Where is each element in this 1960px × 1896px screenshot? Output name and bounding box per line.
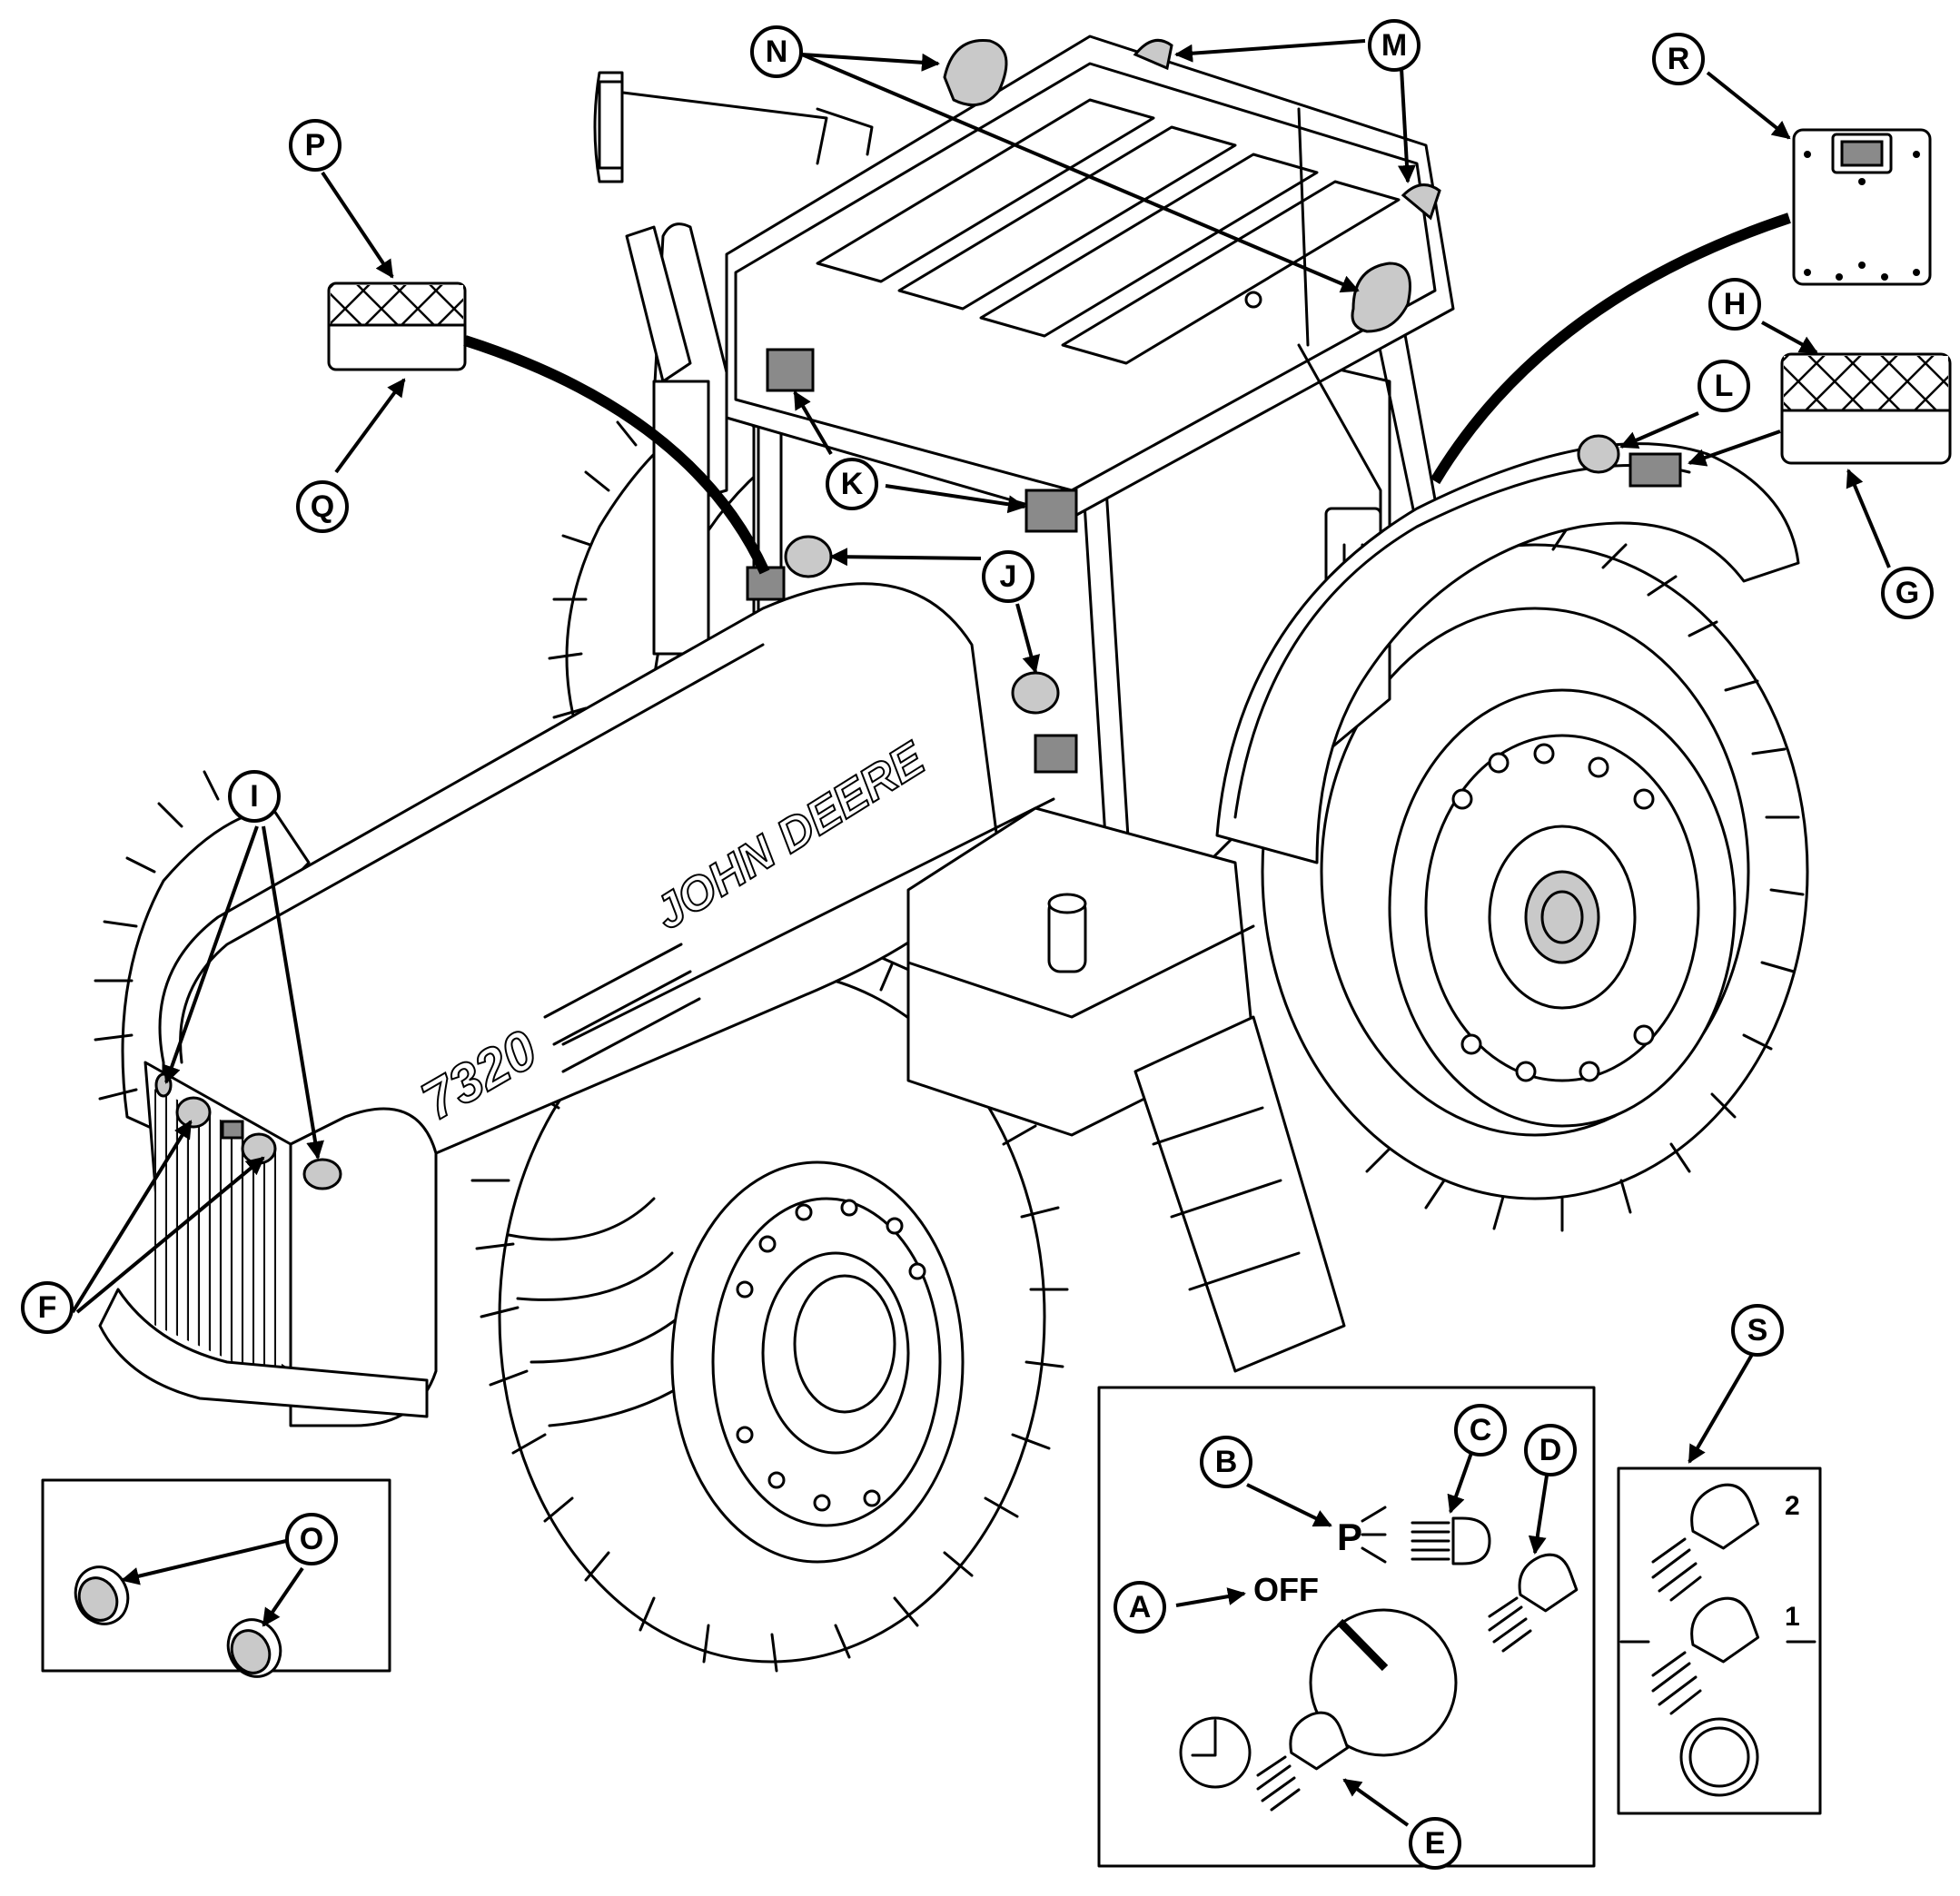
park-light-letter: P bbox=[1337, 1516, 1362, 1558]
light-switch-panel: P OFF bbox=[1097, 1386, 1596, 1868]
cab-headlight-lower bbox=[1011, 671, 1060, 715]
work-light-icon-e bbox=[1256, 1711, 1350, 1812]
turn-signal-left bbox=[746, 566, 786, 601]
roof-light-rear-right bbox=[1401, 183, 1441, 221]
field-light-position-1: 1 bbox=[1785, 1602, 1800, 1632]
svg-text:A: A bbox=[1129, 1590, 1152, 1624]
callout-d: D bbox=[1524, 1424, 1577, 1476]
turn-signal-detail-pq bbox=[327, 281, 770, 575]
field-light-2-icon bbox=[1651, 1483, 1760, 1602]
callout-q: Q bbox=[296, 480, 349, 533]
callout-e: E bbox=[1409, 1817, 1461, 1870]
callout-h: H bbox=[1708, 278, 1761, 331]
field-light-position-2: 2 bbox=[1785, 1491, 1800, 1521]
tractor-illustration: JOHN DEERE 7320 bbox=[94, 35, 1809, 1673]
cab-headlight-upper bbox=[784, 535, 833, 578]
svg-text:G: G bbox=[1896, 576, 1919, 610]
callout-b: B bbox=[1200, 1436, 1252, 1488]
cab-roof bbox=[725, 35, 1455, 519]
fender-turn-signal bbox=[1628, 452, 1682, 488]
field-light-icon-d bbox=[1488, 1553, 1579, 1653]
hood: JOHN DEERE 7320 bbox=[158, 582, 1055, 1223]
headlight-low-icon bbox=[1411, 1516, 1491, 1565]
callout-i: I bbox=[228, 770, 281, 823]
callout-r: R bbox=[1652, 33, 1705, 85]
roof-light-front-right bbox=[1351, 262, 1411, 333]
callout-g: G bbox=[1881, 567, 1934, 619]
callout-n: N bbox=[750, 25, 803, 78]
field-light-switch-panel: 2 1 bbox=[1617, 1466, 1822, 1815]
svg-text:L: L bbox=[1715, 369, 1734, 403]
roof-light-rear-left bbox=[1133, 38, 1173, 71]
callout-j: J bbox=[982, 550, 1034, 603]
rotary-light-switch-knob[interactable] bbox=[1309, 1608, 1458, 1757]
warning-light-lower bbox=[1025, 489, 1078, 533]
hood-light-3 bbox=[302, 1158, 342, 1190]
field-light-switch-button[interactable] bbox=[1679, 1717, 1759, 1797]
warning-light-upper bbox=[766, 348, 815, 392]
svg-text:O: O bbox=[300, 1522, 323, 1556]
svg-text:P: P bbox=[305, 128, 326, 163]
callout-m: M bbox=[1368, 19, 1421, 72]
svg-text:K: K bbox=[841, 467, 864, 501]
turn-signal-detail-gh bbox=[1780, 352, 1952, 465]
fender-light bbox=[1577, 434, 1620, 474]
svg-text:J: J bbox=[1000, 559, 1017, 594]
svg-text:H: H bbox=[1724, 287, 1747, 321]
callout-k: K bbox=[826, 458, 878, 510]
front-right-tire bbox=[470, 933, 1069, 1673]
work-lamp-detail-box bbox=[41, 1478, 391, 1678]
svg-text:B: B bbox=[1215, 1445, 1238, 1479]
svg-text:D: D bbox=[1539, 1433, 1562, 1467]
svg-text:R: R bbox=[1668, 42, 1690, 76]
hood-light-2 bbox=[241, 1132, 277, 1165]
callout-a: A bbox=[1114, 1581, 1166, 1634]
callout-f: F bbox=[21, 1281, 74, 1334]
hood-light-1 bbox=[175, 1096, 212, 1129]
rear-light-detail-r bbox=[1430, 128, 1932, 485]
svg-text:M: M bbox=[1381, 28, 1407, 63]
park-light-icon bbox=[1361, 1506, 1387, 1564]
callout-l: L bbox=[1698, 360, 1750, 412]
roof-light-front-left bbox=[943, 39, 1008, 107]
callout-s: S bbox=[1731, 1304, 1784, 1357]
svg-text:N: N bbox=[766, 35, 788, 69]
callout-o: O bbox=[285, 1513, 338, 1565]
clock-icon bbox=[1179, 1716, 1252, 1789]
svg-text:S: S bbox=[1747, 1313, 1768, 1348]
rear-right-tire bbox=[1261, 509, 1809, 1232]
callout-labels: N M R P Q H L G K J I F O B C D A E S bbox=[21, 19, 1934, 1870]
off-label: OFF bbox=[1253, 1571, 1319, 1608]
callout-arrows bbox=[71, 39, 1891, 1827]
svg-text:I: I bbox=[250, 779, 258, 814]
svg-text:F: F bbox=[38, 1290, 57, 1325]
svg-text:C: C bbox=[1470, 1413, 1492, 1447]
svg-text:E: E bbox=[1425, 1826, 1446, 1861]
callout-p: P bbox=[289, 119, 342, 172]
callout-c: C bbox=[1454, 1404, 1507, 1457]
svg-text:Q: Q bbox=[311, 489, 334, 524]
field-light-1-icon bbox=[1651, 1596, 1760, 1715]
